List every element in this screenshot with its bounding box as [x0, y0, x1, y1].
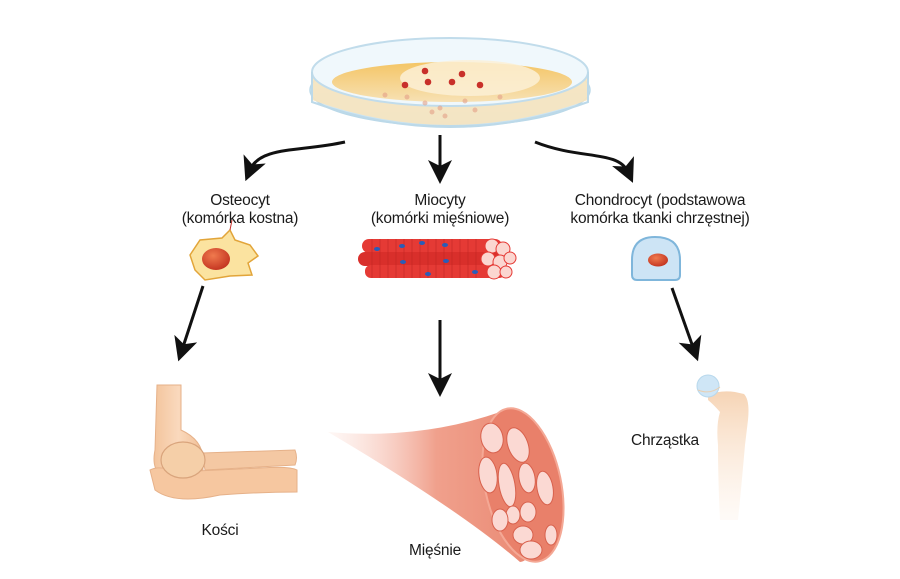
chondrocyte-cell [631, 235, 681, 281]
chondrocyte-title: Chondrocyt (podstawowa [574, 192, 746, 209]
arrow-to-cartilage [670, 287, 702, 362]
chondrocyte-label: Chondrocyt (podstawowa komórka tkanki ch… [550, 192, 770, 228]
femur-illustration [696, 374, 749, 520]
cartilage-label: Chrząstka [631, 432, 699, 449]
osteocyte-subtitle: (komórka kostna) [181, 210, 299, 227]
osteocyte-label: Osteocyt (komórka kostna) [170, 192, 310, 228]
myocyte-bundle [358, 238, 517, 280]
petri-dish [309, 37, 591, 128]
bone-illustration [149, 384, 298, 500]
dish-cell-colonies [401, 67, 484, 89]
myocyte-label: Miocyty (komórki mięśniowe) [345, 192, 535, 228]
arrow-to-chondrocyte [534, 140, 634, 183]
muscle-label: Mięśnie [408, 542, 461, 559]
myocyte-subtitle: (komórki mięśniowe) [370, 210, 510, 227]
bone-label: Kości [201, 522, 239, 539]
arrow-to-bone [174, 285, 205, 362]
myocyte-title: Miocyty [414, 192, 466, 209]
osteocyte-title: Osteocyt [210, 192, 270, 209]
osteocyte-cell [189, 219, 260, 281]
arrow-to-osteocyte [243, 140, 346, 182]
chondrocyte-subtitle: komórka tkanki chrzęstnej) [570, 210, 750, 227]
muscle-illustration [328, 407, 565, 563]
